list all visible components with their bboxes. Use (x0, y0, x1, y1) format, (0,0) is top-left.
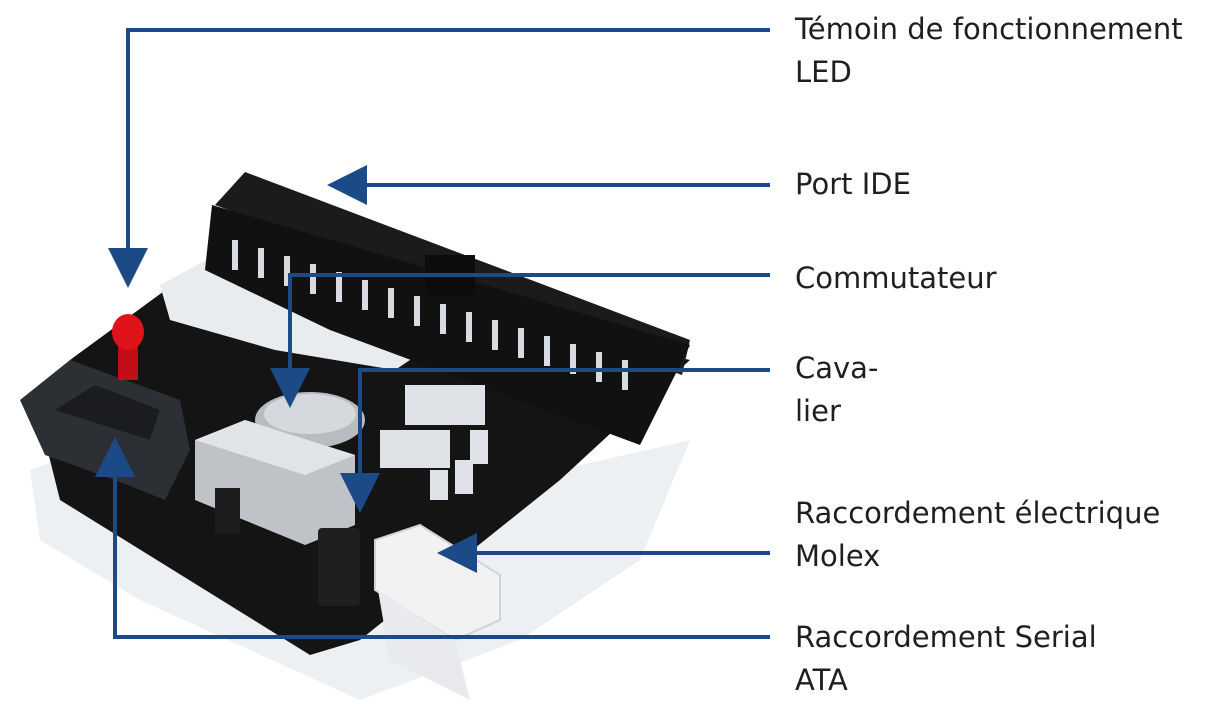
label-molex-line-1: Raccordement électrique (795, 496, 1161, 530)
label-ide: Port IDE (795, 163, 911, 206)
leader-line-led (108, 28, 770, 288)
label-jumper-line-2: lier (795, 394, 841, 428)
label-led-line-1: Témoin de fonctionnement (795, 12, 1183, 46)
leader-line-sata (95, 437, 770, 639)
leader-lines (95, 28, 770, 639)
label-led: Témoin de fonctionnement LED (795, 8, 1183, 94)
label-molex-line-2: Molex (795, 539, 881, 573)
label-switch: Commutateur (795, 257, 997, 300)
label-led-line-2: LED (795, 55, 852, 89)
label-molex: Raccordement électrique Molex (795, 492, 1160, 578)
label-sata: Raccordement Serial ATA (795, 616, 1097, 702)
label-jumper-line-1: Cava- (795, 351, 879, 385)
label-sata-line-1: Raccordement Serial (795, 620, 1097, 654)
label-jumper: Cava- lier (795, 347, 878, 433)
adapter-board-illustration (20, 172, 690, 700)
label-switch-line-1: Commutateur (795, 261, 997, 295)
label-sata-line-2: ATA (795, 663, 848, 697)
leader-line-switch (270, 273, 770, 408)
leader-line-jumper (340, 368, 770, 513)
label-ide-line-1: Port IDE (795, 167, 911, 201)
